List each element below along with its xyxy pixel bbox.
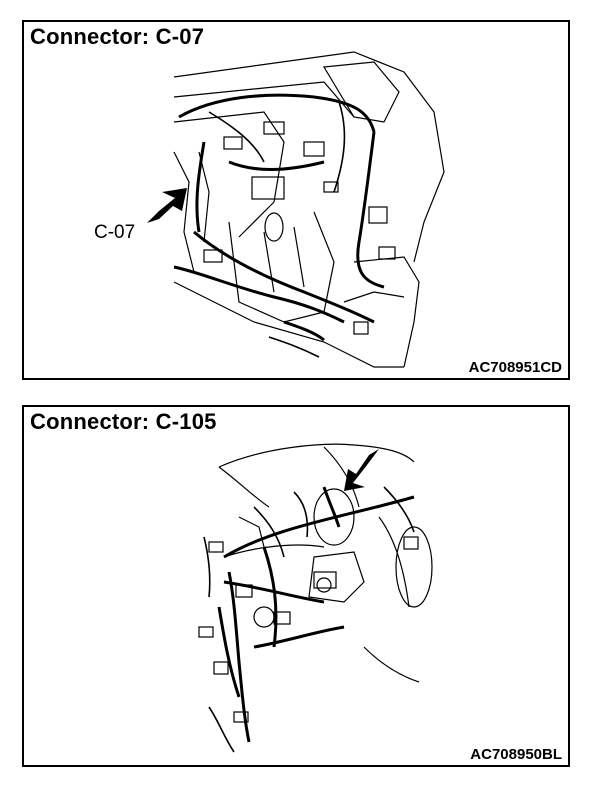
dashboard-harness-illustration — [147, 51, 445, 368]
figure-code: AC708950BL — [470, 746, 562, 763]
c07-callout-label: C-07 — [94, 222, 136, 243]
figure-code: AC708951CD — [468, 359, 562, 376]
c105-arrow-icon — [344, 449, 379, 491]
c07-arrow-icon — [147, 188, 187, 223]
panel-title: Connector: C-105 — [30, 409, 217, 434]
connector-c105-panel: Connector: C-105 — [22, 405, 570, 767]
instrument-panel-harness-illustration — [198, 443, 433, 753]
connector-c07-panel: Connector: C-07 — [22, 20, 570, 380]
panel-title: Connector: C-07 — [30, 24, 205, 49]
